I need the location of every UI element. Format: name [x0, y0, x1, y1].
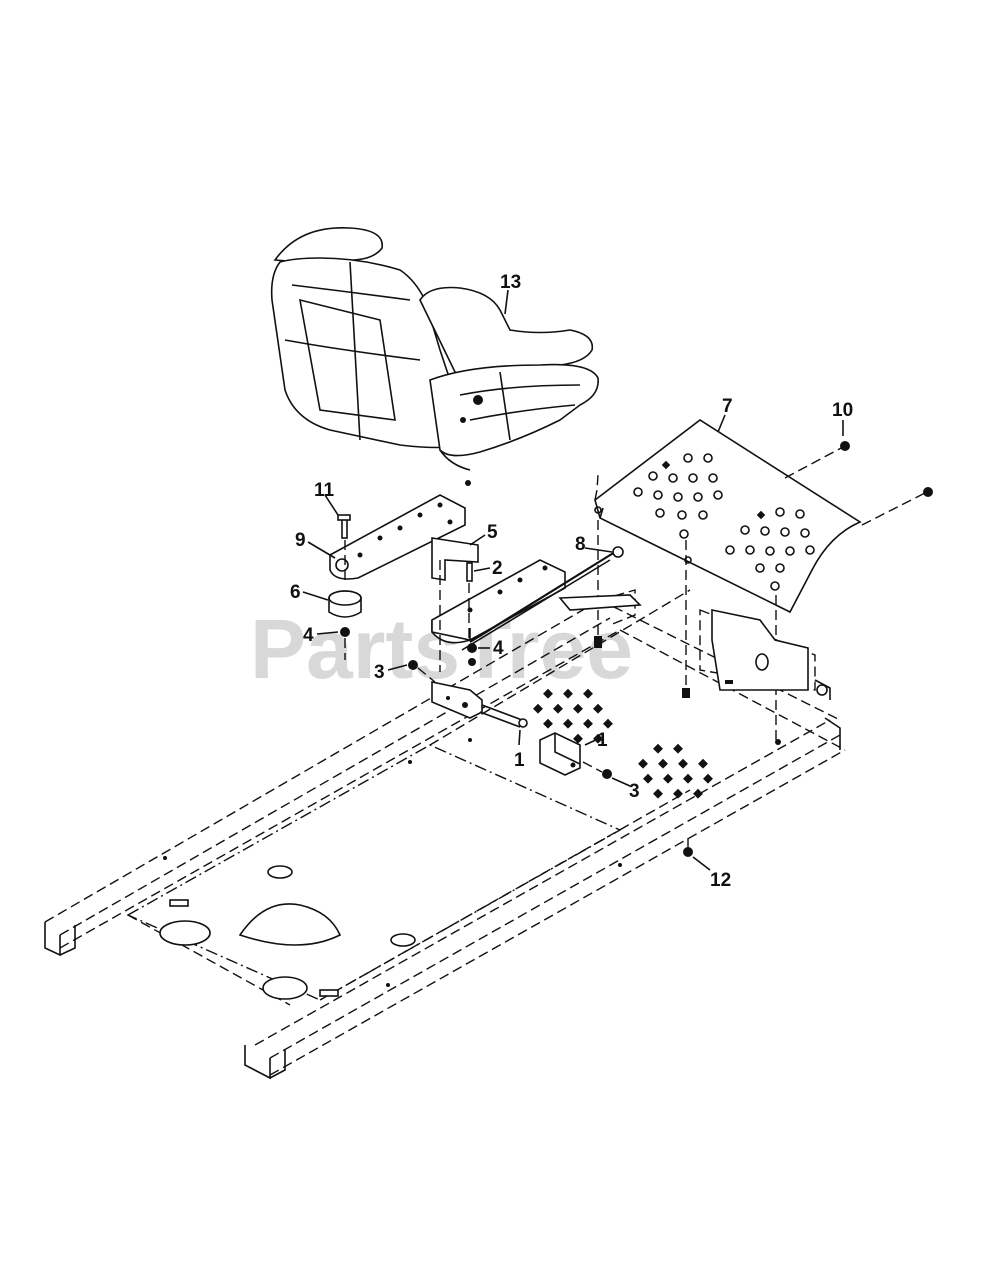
nut-12 [683, 847, 693, 857]
callout-4-right: 4 [493, 638, 504, 659]
mount-bracket-rear [711, 609, 809, 691]
callout-13: 13 [500, 272, 521, 293]
stop-bracket [539, 732, 581, 776]
callout-1-right: 1 [597, 730, 608, 751]
bolt-11 [341, 517, 348, 539]
seat-rail-right [431, 559, 566, 644]
vent-grid-right [638, 743, 713, 799]
callout-2: 2 [492, 558, 503, 579]
leader-bolt-10 [784, 446, 844, 479]
callout-5: 5 [487, 522, 498, 543]
callout-labels: 13 7 10 11 9 5 8 2 6 4 4 3 1 1 3 12 [290, 272, 853, 891]
callout-7: 7 [722, 396, 733, 417]
seat-plate [594, 419, 862, 614]
leaders [302, 289, 844, 871]
spacer-6 [328, 590, 362, 618]
seat [270, 226, 599, 486]
callout-12: 12 [710, 870, 731, 891]
nut-4-right [467, 643, 477, 653]
callout-4-left: 4 [303, 625, 314, 646]
frame [44, 589, 846, 1080]
callout-1-left: 1 [514, 750, 525, 771]
vent-grid-left [533, 688, 613, 744]
plate-holes [633, 453, 815, 591]
callout-6: 6 [290, 582, 301, 603]
mount-block [431, 681, 528, 728]
callout-10: 10 [832, 400, 853, 421]
bolt-10 [840, 441, 850, 451]
nut-4-left [340, 627, 350, 637]
nut-3-upper [408, 660, 418, 670]
bolt-10-b [923, 487, 933, 497]
nut-3-lower [602, 769, 612, 779]
bracket-5 [431, 537, 479, 581]
leader-bolt-10-b [861, 492, 926, 526]
callout-3-lower: 3 [629, 781, 640, 802]
callout-11: 11 [314, 480, 335, 501]
callout-8: 8 [575, 534, 586, 555]
adjust-rod [469, 551, 616, 643]
bolt-2 [466, 562, 473, 582]
callout-3-upper: 3 [374, 662, 385, 683]
callout-9: 9 [295, 530, 306, 551]
